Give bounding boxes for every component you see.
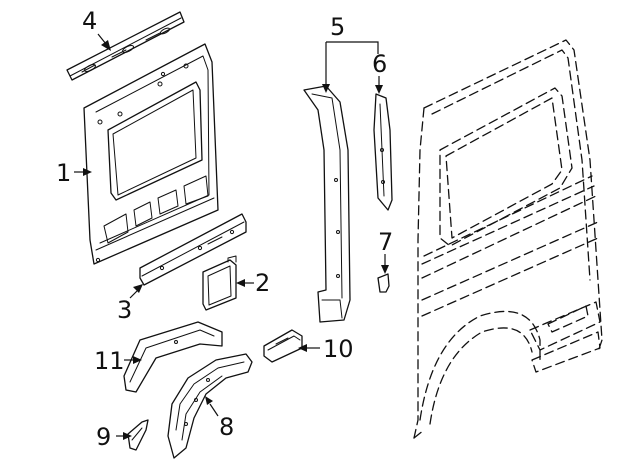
van-body-outline (413, 39, 603, 439)
callout-6: 6 (372, 50, 387, 78)
callout-4: 4 (82, 7, 97, 35)
part-9-clip (127, 419, 149, 451)
part-8-wheelhouse (167, 353, 253, 459)
leader-5 (322, 41, 379, 93)
leader-2 (236, 279, 254, 287)
callout-5: 5 (330, 13, 345, 41)
leader-4 (97, 33, 111, 51)
leader-10 (298, 344, 320, 352)
leader-3 (129, 284, 143, 299)
part-5-pillar (303, 85, 351, 323)
callout-9: 9 (96, 423, 111, 451)
leader-1 (74, 168, 92, 176)
callout-8: 8 (219, 413, 234, 441)
leader-11 (124, 356, 142, 364)
callout-3: 3 (117, 296, 132, 324)
leader-7 (381, 254, 389, 274)
part-1-side-panel (83, 43, 219, 265)
callout-11: 11 (94, 347, 125, 375)
callout-1: 1 (56, 159, 71, 187)
part-10-bracket (263, 329, 303, 363)
part-2-bracket (202, 255, 237, 311)
part-6-reinforcement (373, 93, 393, 211)
leader-8 (205, 396, 219, 417)
callout-10: 10 (323, 335, 354, 363)
part-3-lower-sill (139, 213, 247, 286)
callout-2: 2 (255, 269, 270, 297)
part-4-upper-rail (66, 11, 185, 81)
callout-7: 7 (378, 228, 393, 256)
part-7-clip (377, 273, 390, 293)
leader-9 (116, 432, 132, 440)
part-11-arch-extension (123, 321, 223, 393)
leader-6 (375, 76, 383, 94)
